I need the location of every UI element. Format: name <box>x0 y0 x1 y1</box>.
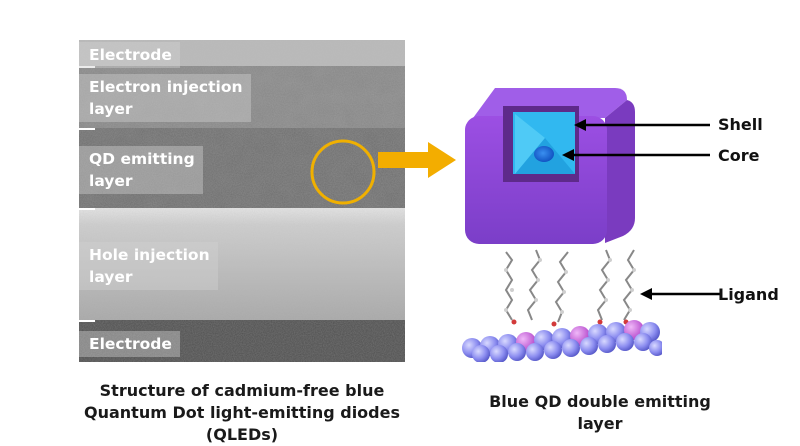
ligand-label: Ligand <box>718 285 779 304</box>
tem-micrograph <box>79 40 405 362</box>
ligand-callout <box>640 288 720 300</box>
orange-arrow-icon <box>378 142 456 178</box>
label-hole-injection-layer: Hole injection layer <box>79 242 218 290</box>
cube-right-face <box>605 100 635 243</box>
nanoparticle-lattice <box>462 320 662 362</box>
highlight-circle <box>310 139 376 205</box>
boundary-tick <box>79 66 95 68</box>
label-qd-emitting-layer: QD emitting layer <box>79 146 203 194</box>
label-electrode-top: Electrode <box>79 42 180 68</box>
ligand-chains <box>504 249 636 323</box>
right-caption: Blue QD double emitting layer <box>489 392 711 433</box>
core-sphere <box>534 146 554 162</box>
tem-cross-section-image: Electrode Electron injection layer QD em… <box>79 40 405 362</box>
boundary-tick <box>79 320 95 322</box>
ligand-molecular-illustration <box>462 249 662 362</box>
core-arrowhead-icon <box>562 149 574 161</box>
boundary-tick <box>79 208 95 210</box>
ligand-arrowhead-icon <box>640 288 652 300</box>
quantum-dot-cube-illustration <box>465 88 635 244</box>
core-label: Core <box>718 146 760 165</box>
shell-arrowhead-icon <box>574 119 586 131</box>
left-caption: Structure of cadmium-free blue Quantum D… <box>83 381 400 444</box>
boundary-tick <box>79 128 95 130</box>
shell-label: Shell <box>718 115 763 134</box>
label-electrode-bottom: Electrode <box>79 331 180 357</box>
label-electron-injection-layer: Electron injection layer <box>79 74 251 122</box>
shell-core-callouts <box>562 119 710 161</box>
